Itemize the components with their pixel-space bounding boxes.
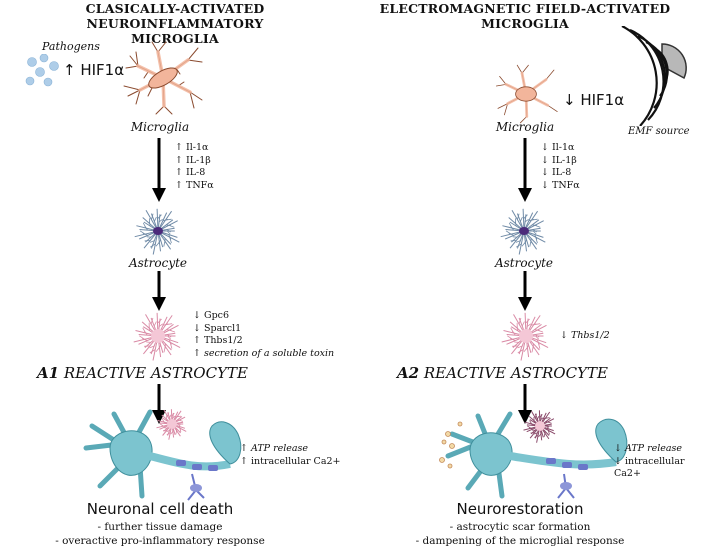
right-reactive-rest: REACTIVE ASTROCYTE [419,364,608,382]
right-arrow-1 [518,138,532,202]
left-title: CLASICALLY-ACTIVATED NEUROINFLAMMATORY M… [0,1,350,46]
right-marker-1: ↓ Thbs1/2 [560,330,610,341]
left-neuron-note-1: ↑ ATP release [240,443,309,454]
right-astrocyte-label: Astrocyte [494,256,554,270]
left-neuron [83,409,242,501]
left-bullet-1: - further tissue damage [97,521,223,533]
right-astrocyte-cell [500,208,546,255]
left-reactive-prefix: A1 [37,364,60,382]
left-neuron-note-2: ↑ intracellular Ca2+ [240,455,341,467]
emf-source-label: EMF source [628,126,690,137]
left-arrow-2 [152,271,166,311]
left-title-line1: CLASICALLY-ACTIVATED NEUROINFLAMMATORY [85,1,265,31]
left-marker-2: ↓ Sparcl1 [193,322,242,334]
right-bullet-1: - astrocytic scar formation [449,521,591,533]
left-title-line2: MICROGLIA [131,31,219,46]
right-title-line2: MICROGLIA [481,16,569,31]
left-microglia-cell [123,41,203,115]
right-neuron-note-1: ↓ ATP release [614,443,683,454]
left-reactive-rest: REACTIVE ASTROCYTE [59,364,248,382]
left-bullet-2: - overactive pro-inflammatory response [55,535,265,547]
right-title: ELECTROMAGNETIC FIELD-ACTIVATED MICROGLI… [350,1,700,31]
left-neuron-notes: ↑ ATP release ↑ intracellular Ca2+ [240,443,341,468]
right-cytokine-1: ↓ Il-1α [541,142,575,153]
emf-source-icon [621,26,687,126]
left-astrocyte-label: Astrocyte [128,256,188,270]
right-arrow-2 [518,271,532,311]
right-cytokine-2: ↓ IL-1β [541,154,577,166]
pathogen-dots [25,54,59,87]
left-microglia-label: Microglia [130,120,190,134]
right-microglia-cell [496,64,558,124]
right-neuron-notes: ↓ ATP release ↓ intracellular Ca2+ [614,443,701,481]
left-hif1a: ↑ HIF1α [63,61,125,79]
left-outcome: Neuronal cell death [86,500,234,518]
right-bullets: - astrocytic scar formation - dampening … [380,520,660,548]
left-reactive-astrocyte [133,312,181,361]
left-marker-4: ↑ secretion of a soluble toxin [193,347,335,359]
left-astrocyte-cell [134,208,180,255]
left-marker-3: ↑ Thbs1/2 [193,335,243,346]
right-neuron-note-2: ↓ intracellular Ca2+ [614,455,685,480]
right-reactive-prefix: A2 [397,364,420,382]
left-bullets: - further tissue damage - overactive pro… [20,520,300,548]
right-hif1a: ↓ HIF1α [563,91,625,109]
right-cytokine-list: ↓ Il-1α ↓ IL-1β ↓ IL-8 ↓ TNFα [541,142,580,192]
pathogens-label: Pathogens [42,40,100,53]
left-cytokine-1: ↑ Il-1α [175,142,209,153]
right-arrow-3 [518,384,532,424]
left-reactive-title: A1 REACTIVE ASTROCYTE [37,364,248,382]
right-reactive-astrocyte [501,312,549,361]
right-title-line1: ELECTROMAGNETIC FIELD-ACTIVATED [379,1,671,16]
left-cytokine-list: ↑ Il-1α ↑ IL-1β ↑ IL-8 ↑ TNFα [175,142,214,192]
left-cytokine-3: ↑ IL-8 [175,167,206,178]
right-cytokine-4: ↓ TNFα [541,179,580,191]
right-microglia-label: Microglia [495,120,555,134]
left-marker-1: ↓ Gpc6 [193,310,230,321]
left-marker-list: ↓ Gpc6 ↓ Sparcl1 ↑ Thbs1/2 ↑ secretion o… [193,310,334,360]
left-arrow-1 [152,138,166,202]
right-neuron [439,410,628,499]
right-cytokine-3: ↓ IL-8 [541,167,572,178]
left-cytokine-4: ↑ TNFα [175,179,214,191]
right-bullet-2: - dampening of the microglial response [415,535,625,547]
left-arrow-3 [152,384,166,424]
right-reactive-title: A2 REACTIVE ASTROCYTE [397,364,608,382]
right-outcome: Neurorestoration [456,500,584,518]
left-cytokine-2: ↑ IL-1β [175,154,211,166]
